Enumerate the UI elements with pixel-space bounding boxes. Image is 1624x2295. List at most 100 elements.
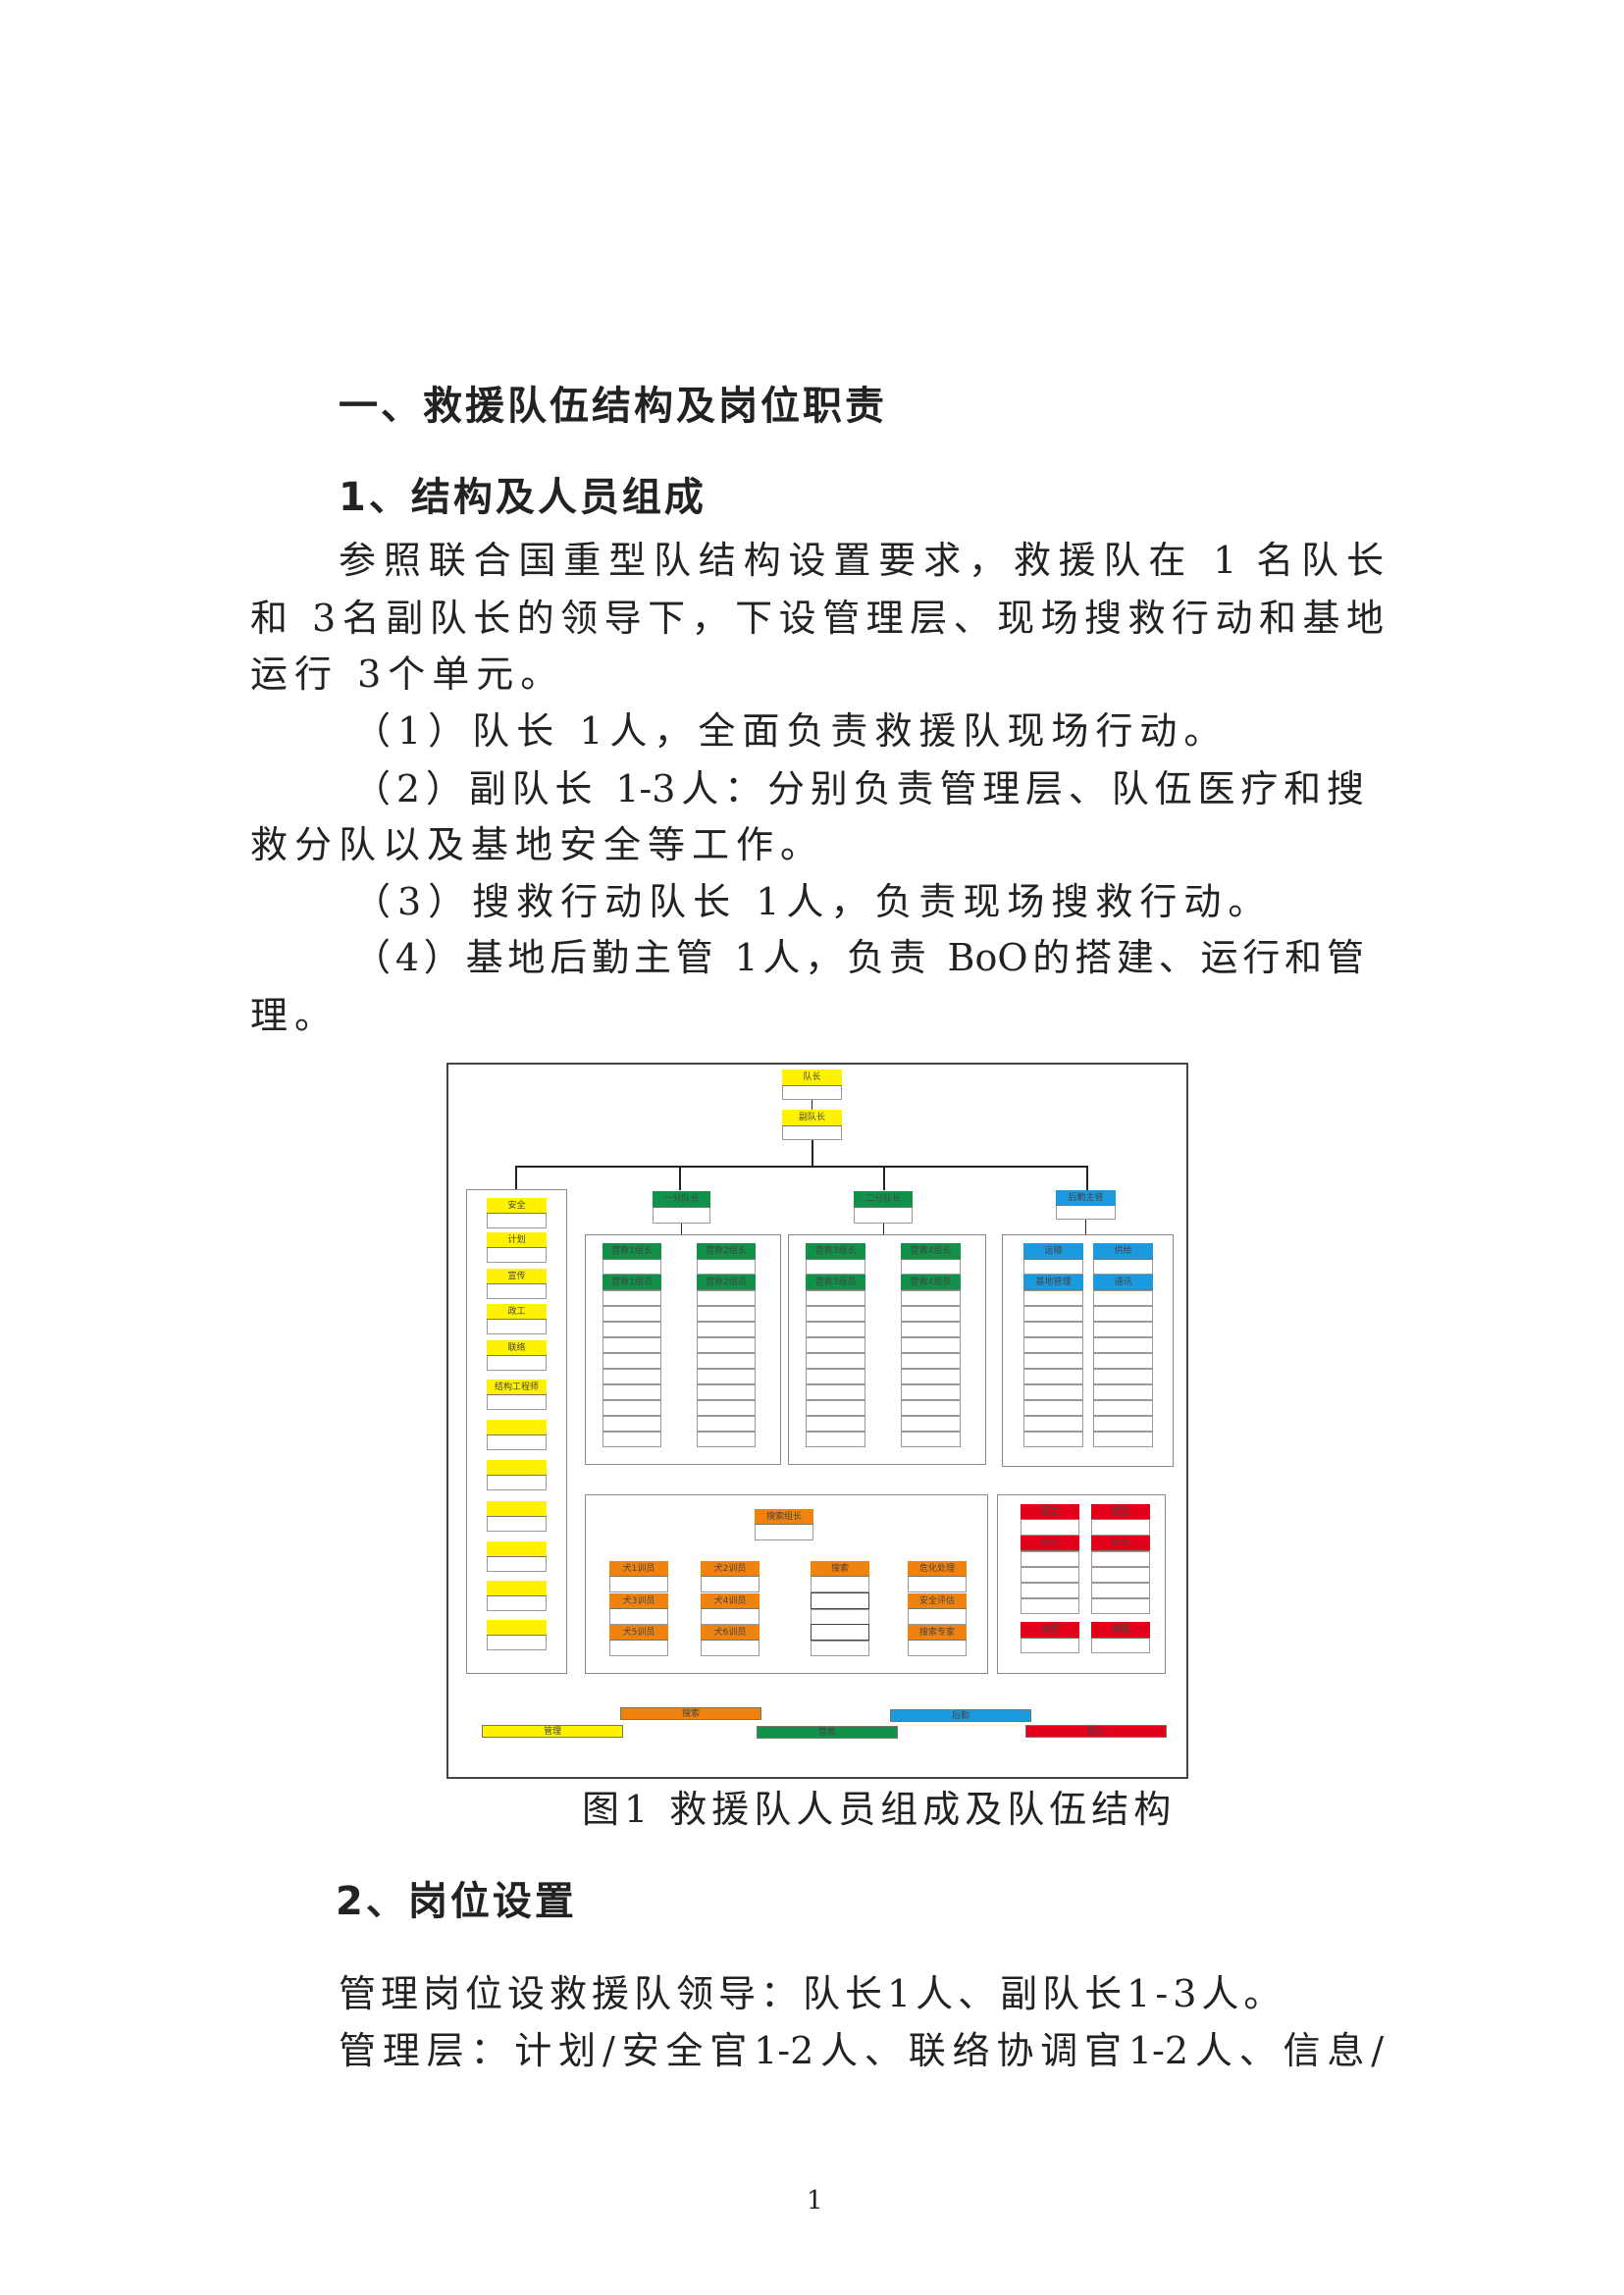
figure-caption: 图1 救援队人员组成及队伍结构 <box>582 1788 1177 1831</box>
management-role <box>487 1420 547 1435</box>
medical-role: 兽医 <box>1091 1622 1150 1639</box>
arrow-connector <box>1085 1220 1086 1234</box>
search-role: 安全评估 <box>908 1593 967 1609</box>
search-role: 犬3训员 <box>609 1593 668 1609</box>
paragraph-line: 参照联合国重型队结构设置要求，救援队在 1 名队长 <box>339 539 1384 582</box>
empty-row <box>1021 1583 1079 1598</box>
org-chart-figure: 队长副队长安全计划宣传政工联络结构工程师一分队长二分队长后勤主管营救1组长营救1… <box>446 1063 1188 1779</box>
connector-line <box>812 1140 813 1167</box>
empty-row <box>901 1306 961 1322</box>
empty-row <box>1091 1551 1150 1567</box>
empty-row <box>811 1641 869 1656</box>
empty-row <box>1093 1306 1153 1322</box>
empty-row <box>1023 1432 1083 1447</box>
legend-search: 搜索 <box>620 1707 761 1720</box>
management-role: 宣传 <box>487 1269 547 1284</box>
paragraph-line: 理。 <box>250 994 340 1037</box>
legend-management: 管理 <box>482 1725 623 1738</box>
empty-row <box>1093 1322 1153 1337</box>
squad2-group-member: 营救3组员 <box>806 1275 865 1290</box>
management-role <box>487 1541 547 1557</box>
drop-line <box>1086 1167 1088 1190</box>
empty-row <box>697 1290 756 1306</box>
medical-role: 护士 <box>1091 1536 1150 1551</box>
empty-row <box>1021 1567 1079 1583</box>
squad1-group-member: 营救2组员 <box>697 1275 756 1290</box>
logistics-group-leader: 供给 <box>1093 1243 1153 1260</box>
empty-row <box>1023 1369 1083 1384</box>
management-role: 联络 <box>487 1340 547 1356</box>
logistics-leader: 后勤主管 <box>1056 1190 1116 1206</box>
empty-row <box>602 1400 661 1416</box>
paragraph-line: 管理岗位设救援队领导：队长1人、副队长1-3人。 <box>339 1972 1286 2015</box>
squad1-group-leader: 营救2组长 <box>697 1243 756 1260</box>
empty-row <box>697 1432 756 1447</box>
empty-row <box>697 1353 756 1369</box>
squad1-leader: 一分队长 <box>653 1191 710 1208</box>
empty-row <box>602 1369 661 1384</box>
search-role-empty <box>811 1624 869 1641</box>
squad2-leader: 二分队长 <box>854 1191 913 1208</box>
management-role <box>487 1581 547 1596</box>
squad1-group-leader: 营救1组长 <box>602 1243 661 1260</box>
empty-row <box>602 1337 661 1353</box>
empty-row <box>1093 1369 1153 1384</box>
squad2-group-leader: 营救4组长 <box>901 1243 961 1260</box>
empty-row <box>901 1400 961 1416</box>
empty-row <box>602 1290 661 1306</box>
empty-row <box>811 1609 869 1625</box>
empty-row <box>901 1369 961 1384</box>
paragraph-line: （4）基地后勤主管 1人，负责 BoO的搭建、运行和管 <box>353 936 1364 979</box>
search-role: 犬1训员 <box>609 1561 668 1577</box>
empty-row <box>901 1290 961 1306</box>
management-role: 政工 <box>487 1304 547 1320</box>
empty-row <box>602 1384 661 1400</box>
deputy-box: 副队长 <box>782 1110 842 1126</box>
empty-row <box>1021 1598 1079 1614</box>
drop-line <box>883 1167 885 1190</box>
empty-row <box>1093 1337 1153 1353</box>
empty-row <box>1023 1306 1083 1322</box>
empty-row <box>1023 1290 1083 1306</box>
empty-row <box>1023 1416 1083 1432</box>
empty-row <box>697 1322 756 1337</box>
legend-logistics: 后勤 <box>890 1709 1031 1722</box>
chief-box: 队长 <box>782 1069 842 1086</box>
empty-row <box>806 1322 865 1337</box>
legend-medical: 医疗 <box>1025 1725 1167 1738</box>
empty-row <box>1023 1400 1083 1416</box>
squad2-group-leader: 营救3组长 <box>806 1243 865 1260</box>
empty-row <box>1021 1551 1079 1567</box>
empty-row <box>697 1416 756 1432</box>
paragraph-line: 运行 3个单元。 <box>250 652 565 696</box>
management-role <box>487 1620 547 1636</box>
medical-role: 医生 <box>1021 1504 1079 1520</box>
medical-role: 护士 <box>1021 1536 1079 1551</box>
empty-row <box>806 1400 865 1416</box>
empty-row <box>1023 1384 1083 1400</box>
empty-row <box>806 1369 865 1384</box>
search-role: 犬4训员 <box>701 1593 760 1609</box>
paragraph-line: （3）搜救行动队长 1人，负责现场搜救行动。 <box>353 880 1273 923</box>
empty-row <box>602 1416 661 1432</box>
empty-row <box>806 1416 865 1432</box>
drop-line <box>515 1167 517 1190</box>
empty-row <box>1093 1432 1153 1447</box>
search-leader: 搜索组长 <box>755 1509 813 1525</box>
empty-row <box>901 1322 961 1337</box>
empty-row <box>1091 1598 1150 1614</box>
logistics-group-member: 通讯 <box>1093 1275 1153 1290</box>
paragraph-line: （2）副队长 1-3人：分别负责管理层、队伍医疗和搜 <box>353 767 1364 810</box>
squad2-group-member: 营救4组员 <box>901 1275 961 1290</box>
management-role <box>487 1501 547 1517</box>
empty-row <box>1093 1400 1153 1416</box>
management-role <box>487 1460 547 1476</box>
empty-row <box>1023 1353 1083 1369</box>
empty-row <box>1093 1353 1153 1369</box>
empty-row <box>1023 1337 1083 1353</box>
paragraph-line: （1）队长 1人，全面负责救援队现场行动。 <box>353 709 1229 753</box>
empty-row <box>806 1353 865 1369</box>
branch-line <box>515 1166 1088 1168</box>
empty-row <box>1091 1567 1150 1583</box>
search-role: 犬5训员 <box>609 1625 668 1641</box>
